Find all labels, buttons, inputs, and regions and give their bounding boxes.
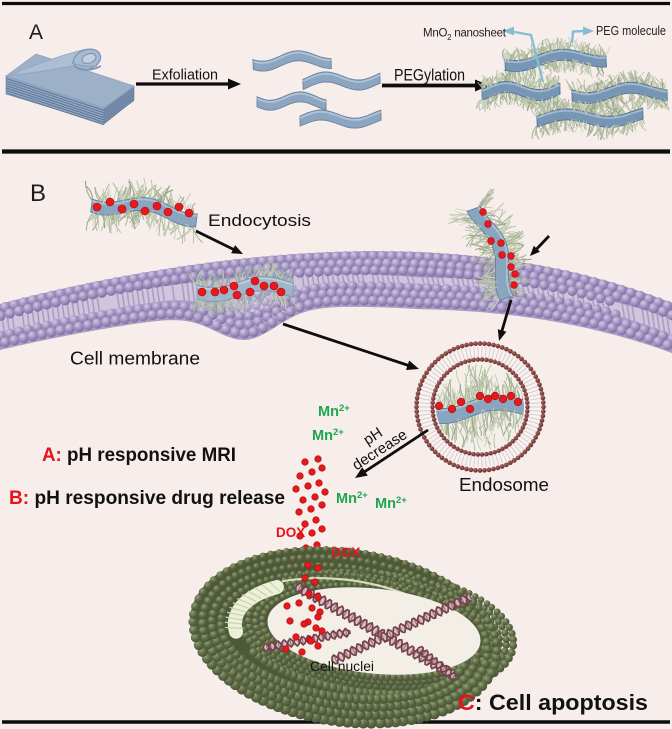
svg-text:Endosome: Endosome bbox=[459, 474, 549, 495]
svg-text:MnO2 nanosheet: MnO2 nanosheet bbox=[423, 28, 507, 43]
svg-text:A: pH responsive MRI: A: pH responsive MRI bbox=[42, 445, 236, 466]
svg-text:A: A bbox=[29, 21, 43, 44]
svg-text:DOX: DOX bbox=[331, 545, 360, 560]
svg-text:Exfoliation: Exfoliation bbox=[152, 67, 218, 84]
svg-text:PEGylation: PEGylation bbox=[394, 66, 465, 85]
svg-text:Cell membrane: Cell membrane bbox=[70, 349, 200, 369]
svg-text:PEG molecule: PEG molecule bbox=[596, 24, 666, 38]
svg-text:B: pH responsive drug release: B: pH responsive drug release bbox=[9, 488, 285, 509]
svg-text:B: B bbox=[30, 180, 46, 207]
svg-text:Endocytosis: Endocytosis bbox=[208, 211, 311, 230]
svg-text:C: Cell apoptosis: C: Cell apoptosis bbox=[458, 690, 648, 715]
svg-text:Cell nuclei: Cell nuclei bbox=[310, 658, 374, 674]
